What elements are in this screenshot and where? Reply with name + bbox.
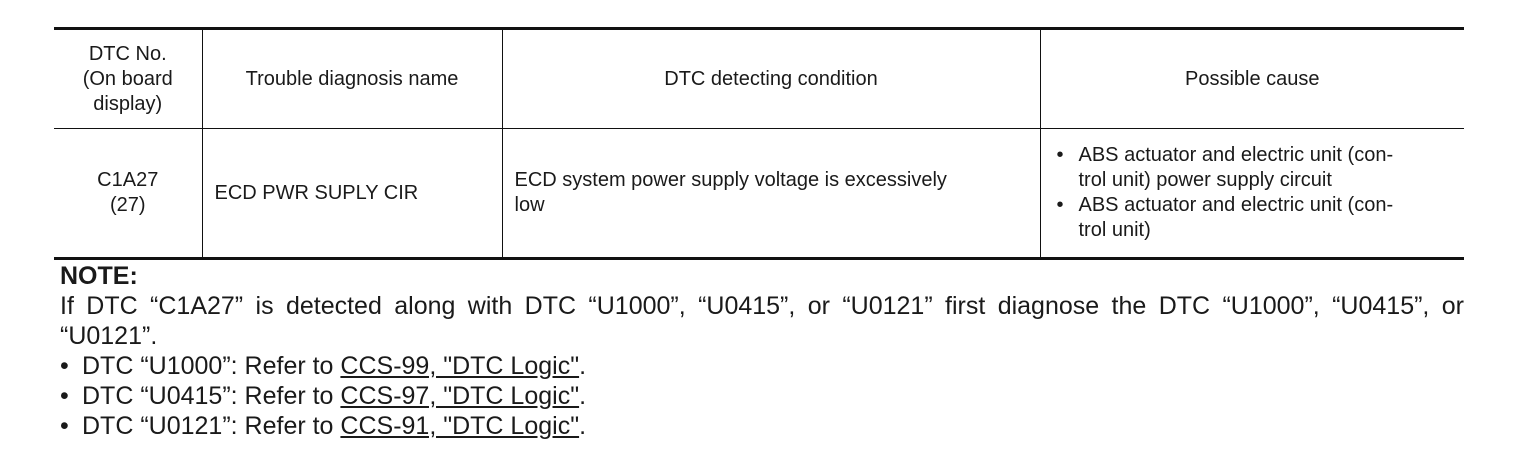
header-trouble-diagnosis-name: Trouble diagnosis name <box>201 28 503 129</box>
bullet-glyph: • <box>1056 144 1064 166</box>
possible-cause-item: •ABS actuator and electric unit (con- tr… <box>1056 144 1394 191</box>
cell-trouble-diagnosis-name: ECD PWR SUPLY CIR <box>201 128 503 259</box>
possible-cause-list: •ABS actuator and electric unit (con- tr… <box>1053 143 1453 243</box>
bullet-glyph: • <box>1056 194 1064 216</box>
note-title: NOTE: <box>60 262 138 290</box>
bullet-glyph: • <box>60 412 69 440</box>
bullet-glyph: • <box>60 352 69 380</box>
reference-item: •DTC “U1000”: Refer to CCS-99, "DTC Logi… <box>60 352 587 380</box>
dtc-table: DTC No. (On board display) Trouble diagn… <box>54 27 1464 260</box>
bullet-glyph: • <box>60 382 69 410</box>
ref-link-ccs-97[interactable]: CCS-97, "DTC Logic" <box>340 382 580 410</box>
ref-link-ccs-91[interactable]: CCS-91, "DTC Logic" <box>340 412 580 440</box>
reference-item: •DTC “U0121”: Refer to CCS-91, "DTC Logi… <box>60 412 587 440</box>
cell-dtc-no: C1A27 (27) <box>54 128 203 259</box>
cell-dtc-detecting-condition: ECD system power supply voltage is exces… <box>501 128 1041 259</box>
possible-cause-item: •ABS actuator and electric unit (con- tr… <box>1056 194 1394 241</box>
note-body: If DTC “C1A27” is detected along with DT… <box>60 292 1464 350</box>
header-dtc-no: DTC No. (On board display) <box>54 28 203 129</box>
note-section: NOTE: If DTC “C1A27” is detected along w… <box>60 261 1464 441</box>
header-possible-cause: Possible cause <box>1039 28 1464 129</box>
reference-item: •DTC “U0415”: Refer to CCS-97, "DTC Logi… <box>60 382 587 410</box>
header-dtc-detecting-condition: DTC detecting condition <box>501 28 1041 129</box>
reference-list: •DTC “U1000”: Refer to CCS-99, "DTC Logi… <box>60 351 1464 441</box>
ref-link-ccs-99[interactable]: CCS-99, "DTC Logic" <box>340 352 580 380</box>
table-row: C1A27 (27) ECD PWR SUPLY CIR ECD system … <box>54 128 1464 259</box>
table-header-row: DTC No. (On board display) Trouble diagn… <box>54 28 1464 129</box>
cell-possible-cause: •ABS actuator and electric unit (con- tr… <box>1039 128 1464 259</box>
